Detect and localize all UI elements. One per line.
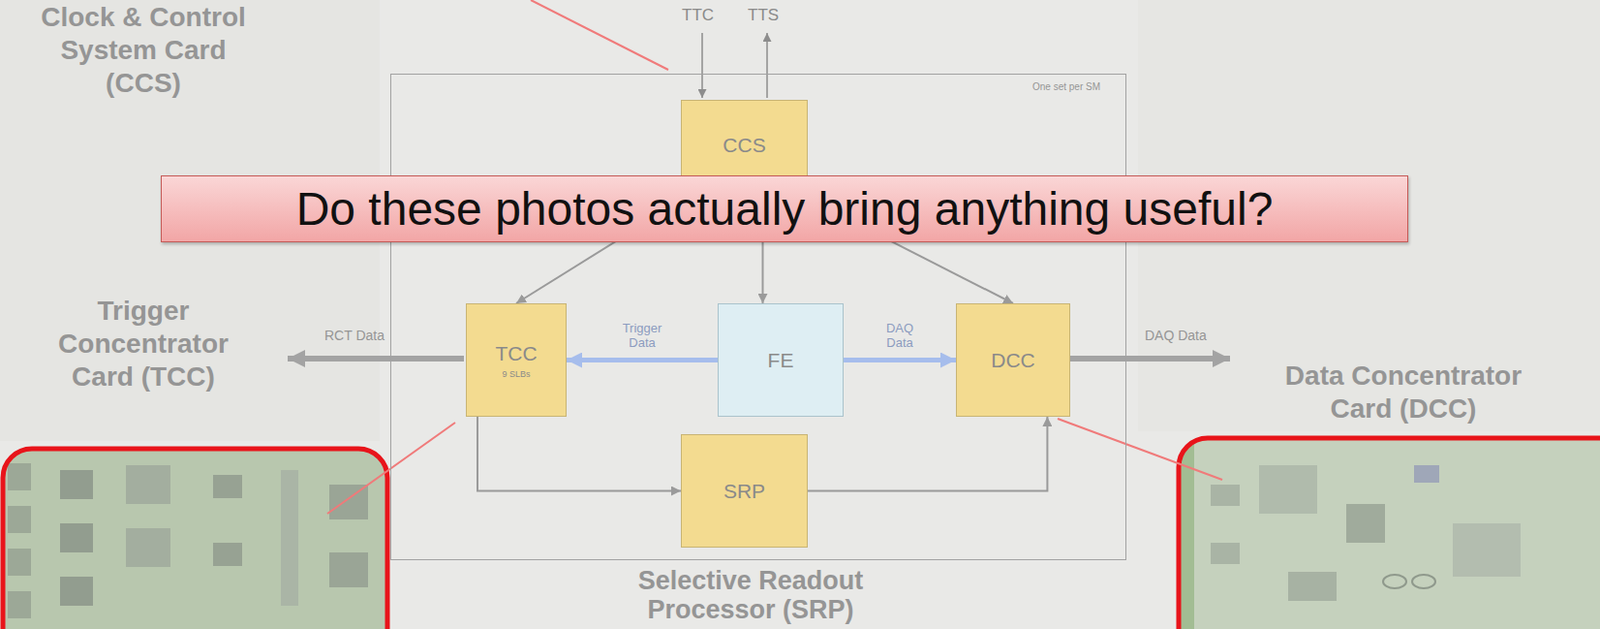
dcc-photo xyxy=(1178,437,1600,629)
question-banner: Do these photos actually bring anything … xyxy=(160,175,1409,243)
card-name: Data Concentrator Card (DCC) xyxy=(1267,359,1539,426)
leader-line xyxy=(1057,418,1223,480)
signal-name: TTS xyxy=(747,5,779,26)
box-label: Do these photos actually bring anything … xyxy=(296,182,1274,236)
box-label: SRP xyxy=(723,479,766,503)
connector-arrow xyxy=(807,416,1047,492)
daq-data-arrow xyxy=(1070,355,1231,362)
tcc-box: TCC 9 SLBs xyxy=(465,303,567,417)
photo-highlight-frame xyxy=(1178,437,1600,629)
box-sublabel: 9 SLBs xyxy=(501,369,530,379)
tts-arrow xyxy=(766,32,769,98)
fe-box: FE xyxy=(717,303,844,417)
leader-line xyxy=(327,422,456,514)
data-name: DAQ Data xyxy=(1144,327,1207,344)
edge-label: DAQ Data xyxy=(875,321,924,351)
srp-box: SRP xyxy=(680,433,808,548)
tcc-photo xyxy=(2,448,388,629)
outer-frame: One set per SM CCS TCC 9 SLBs FE DCC SRP xyxy=(390,73,1127,560)
photo-highlight-frame xyxy=(2,448,388,629)
box-label: CCS xyxy=(722,133,766,157)
data-flow-arrow xyxy=(843,357,956,363)
signal-name: TTC xyxy=(681,5,714,26)
dcc-box: DCC xyxy=(955,303,1071,417)
data-flow-arrow xyxy=(566,357,718,363)
leader-line xyxy=(530,0,669,70)
card-name: Trigger Concentrator Card (TCC) xyxy=(27,294,260,394)
box-label: One set per SM xyxy=(1032,81,1101,93)
card-name: Clock & Control System Card (CCS) xyxy=(27,0,260,100)
edge-label: Trigger Data xyxy=(617,321,667,351)
card-name: Selective Readout Processor (SRP) xyxy=(619,565,882,624)
connector-arrow xyxy=(477,416,681,492)
box-label: FE xyxy=(768,348,795,372)
box-label: TCC xyxy=(494,341,537,366)
ttc-arrow xyxy=(701,32,704,98)
rct-data-arrow xyxy=(287,355,464,362)
box-label: DCC xyxy=(990,348,1036,372)
data-name: RCT Data xyxy=(324,327,385,344)
